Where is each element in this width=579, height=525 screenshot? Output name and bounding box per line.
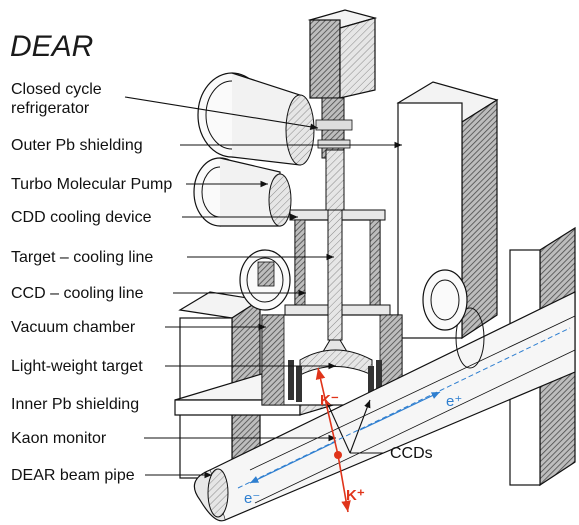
cdd-cooling-device (239, 249, 291, 311)
eplus-label: e⁺ (446, 393, 462, 410)
kminus-track (315, 367, 339, 456)
eminus-label: e⁻ (244, 490, 260, 507)
label-inner-pb-shielding: Inner Pb shielding (11, 396, 140, 413)
label-cdd-cooling: CDD cooling device (11, 209, 152, 226)
label-ccd-cooling: CCD – cooling line (11, 285, 144, 302)
beam-pipe (193, 269, 576, 522)
kaon-tracks (315, 367, 351, 513)
outer-pb-block (396, 81, 576, 487)
eminus-arrow (249, 441, 336, 484)
turbo-pump (193, 72, 315, 227)
interaction-point (334, 451, 342, 459)
e-beam-line (237, 327, 571, 489)
label-refrigerator-line1: Closed cycle (11, 81, 102, 98)
diagram-title: DEAR (10, 30, 94, 63)
label-ccds: CCDs (390, 445, 433, 462)
refrigerator (307, 9, 378, 159)
vacuum-chamber (261, 149, 403, 406)
label-vacuum-chamber: Vacuum chamber (11, 319, 136, 336)
kminus-label: K⁻ (320, 392, 339, 409)
label-outer-pb-shielding: Outer Pb shielding (11, 137, 143, 154)
label-light-target: Light-weight target (11, 358, 143, 375)
label-turbo-pump: Turbo Molecular Pump (11, 176, 173, 193)
label-beam-pipe: DEAR beam pipe (11, 467, 135, 484)
eplus-arrow (359, 391, 441, 431)
label-leader-lines (124, 96, 402, 479)
label-target-cooling: Target – cooling line (11, 249, 154, 266)
beam-lines (237, 327, 571, 489)
kplus-track (337, 454, 351, 513)
label-kaon-monitor: Kaon monitor (11, 430, 107, 447)
label-refrigerator-line2: refrigerator (11, 100, 90, 117)
kplus-label: K⁺ (346, 487, 365, 504)
